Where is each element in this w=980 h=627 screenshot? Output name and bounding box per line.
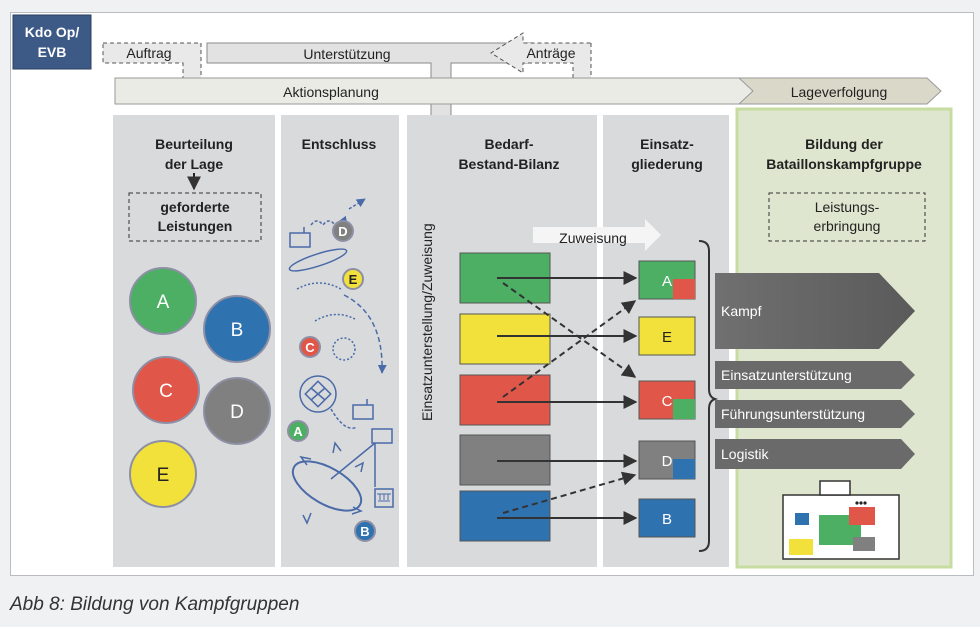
bildung-title-line2: Bataillonskampfgruppe <box>766 156 922 172</box>
circle-a: A <box>129 267 197 335</box>
unit-d: D <box>638 440 696 480</box>
output-einsatzunterstuetzung: Einsatzunterstützung <box>715 361 915 389</box>
circle-e: E <box>129 440 197 508</box>
circle-b: B <box>203 295 271 363</box>
kdo-box-line1: Kdo Op/ <box>25 24 80 40</box>
unit-e: E <box>638 316 696 356</box>
unit-a: A <box>638 260 696 300</box>
marker-c: C <box>299 336 321 358</box>
cross-assignment-lines <box>502 282 637 514</box>
column-entschluss <box>281 115 399 567</box>
leistungserbringung-box <box>768 192 926 242</box>
bestand-yellow <box>459 313 551 365</box>
entschluss-title: Entschluss <box>302 136 377 152</box>
marker-e: E <box>342 268 364 290</box>
leistungserbringung-line1: Leistungs- <box>815 199 880 215</box>
unit-c: C <box>638 380 696 420</box>
diagram-frame: Kdo Op/ EVB Auftrag Unterstützung Anträg… <box>10 12 974 576</box>
bilanz-title-line1: Bedarf- <box>484 136 533 152</box>
einsatz-title-line1: Einsatz- <box>640 136 694 152</box>
svg-text:C: C <box>662 393 673 410</box>
aktionsplanung-arrow: Aktionsplanung <box>114 77 754 105</box>
einsatz-brace <box>698 240 719 552</box>
svg-text:D: D <box>338 224 347 239</box>
svg-text:Logistik: Logistik <box>721 446 769 462</box>
svg-text:B: B <box>662 511 672 528</box>
svg-text:E: E <box>349 272 358 287</box>
bestand-blue <box>459 490 551 542</box>
svg-text:D: D <box>662 453 673 470</box>
svg-text:B: B <box>360 524 369 539</box>
figure-caption: Abb 8: Bildung von Kampfgruppen <box>10 594 300 615</box>
circle-d: D <box>203 377 271 445</box>
zuweisung-lines <box>497 271 638 525</box>
diagram-canvas: Kdo Op/ EVB Auftrag Unterstützung Anträg… <box>12 14 953 569</box>
svg-text:C: C <box>159 381 173 402</box>
output-logistik: Logistik <box>715 439 915 469</box>
unit-b: B <box>638 498 696 538</box>
lageverfolgung-label: Lageverfolgung <box>791 84 888 100</box>
geforderte-leistungen-box <box>128 192 262 242</box>
marker-b: B <box>354 520 376 542</box>
svg-text:C: C <box>305 340 315 355</box>
bilanz-vertical-label: Einsatzunterstellung/Zuweisung <box>419 223 435 421</box>
kdo-op-evb-box: Kdo Op/ EVB <box>12 14 92 70</box>
bildung-title-line1: Bildung der <box>805 136 883 152</box>
unterstuetzung-label: Unterstützung <box>303 46 390 62</box>
output-kampf: Kampf <box>715 273 915 349</box>
zuweisung-arrow: Zuweisung <box>533 219 661 251</box>
marker-a: A <box>287 420 309 442</box>
kdo-box-line2: EVB <box>38 44 67 60</box>
circle-c: C <box>132 356 200 424</box>
auftrag-label: Auftrag <box>126 45 171 61</box>
svg-text:A: A <box>662 273 672 290</box>
antraege-arrow: Anträge <box>490 32 592 98</box>
svg-text:A: A <box>293 424 303 439</box>
zuweisung-label: Zuweisung <box>559 230 627 246</box>
svg-text:E: E <box>157 465 170 486</box>
svg-text:Führungsunterstützung: Führungsunterstützung <box>721 406 865 422</box>
svg-text:B: B <box>231 320 244 341</box>
output-fuehrungsunterstuetzung: Führungsunterstützung <box>715 400 915 428</box>
svg-text:D: D <box>230 402 244 423</box>
marker-d: D <box>332 220 354 242</box>
beurteilung-title-line1: Beurteilung <box>155 136 233 152</box>
einsatz-title-line2: gliederung <box>631 156 703 172</box>
geforderte-leistungen-line2: Leistungen <box>158 218 233 234</box>
svg-text:A: A <box>157 292 170 313</box>
tactical-sketch <box>288 198 394 525</box>
svg-text:Einsatzunterstützung: Einsatzunterstützung <box>721 367 852 383</box>
antraege-label: Anträge <box>526 45 575 61</box>
aktionsplanung-label: Aktionsplanung <box>283 84 379 100</box>
beurteilung-title-line2: der Lage <box>165 156 224 172</box>
leistungserbringung-line2: erbringung <box>814 218 881 234</box>
bilanz-title-line2: Bestand-Bilanz <box>458 156 559 172</box>
svg-text:Kampf: Kampf <box>721 303 762 319</box>
kampfgruppe-symbol <box>782 480 900 560</box>
bestand-red <box>459 374 551 426</box>
lageverfolgung-arrow: Lageverfolgung <box>737 77 942 105</box>
svg-text:E: E <box>662 329 672 346</box>
geforderte-leistungen-line1: geforderte <box>160 199 229 215</box>
